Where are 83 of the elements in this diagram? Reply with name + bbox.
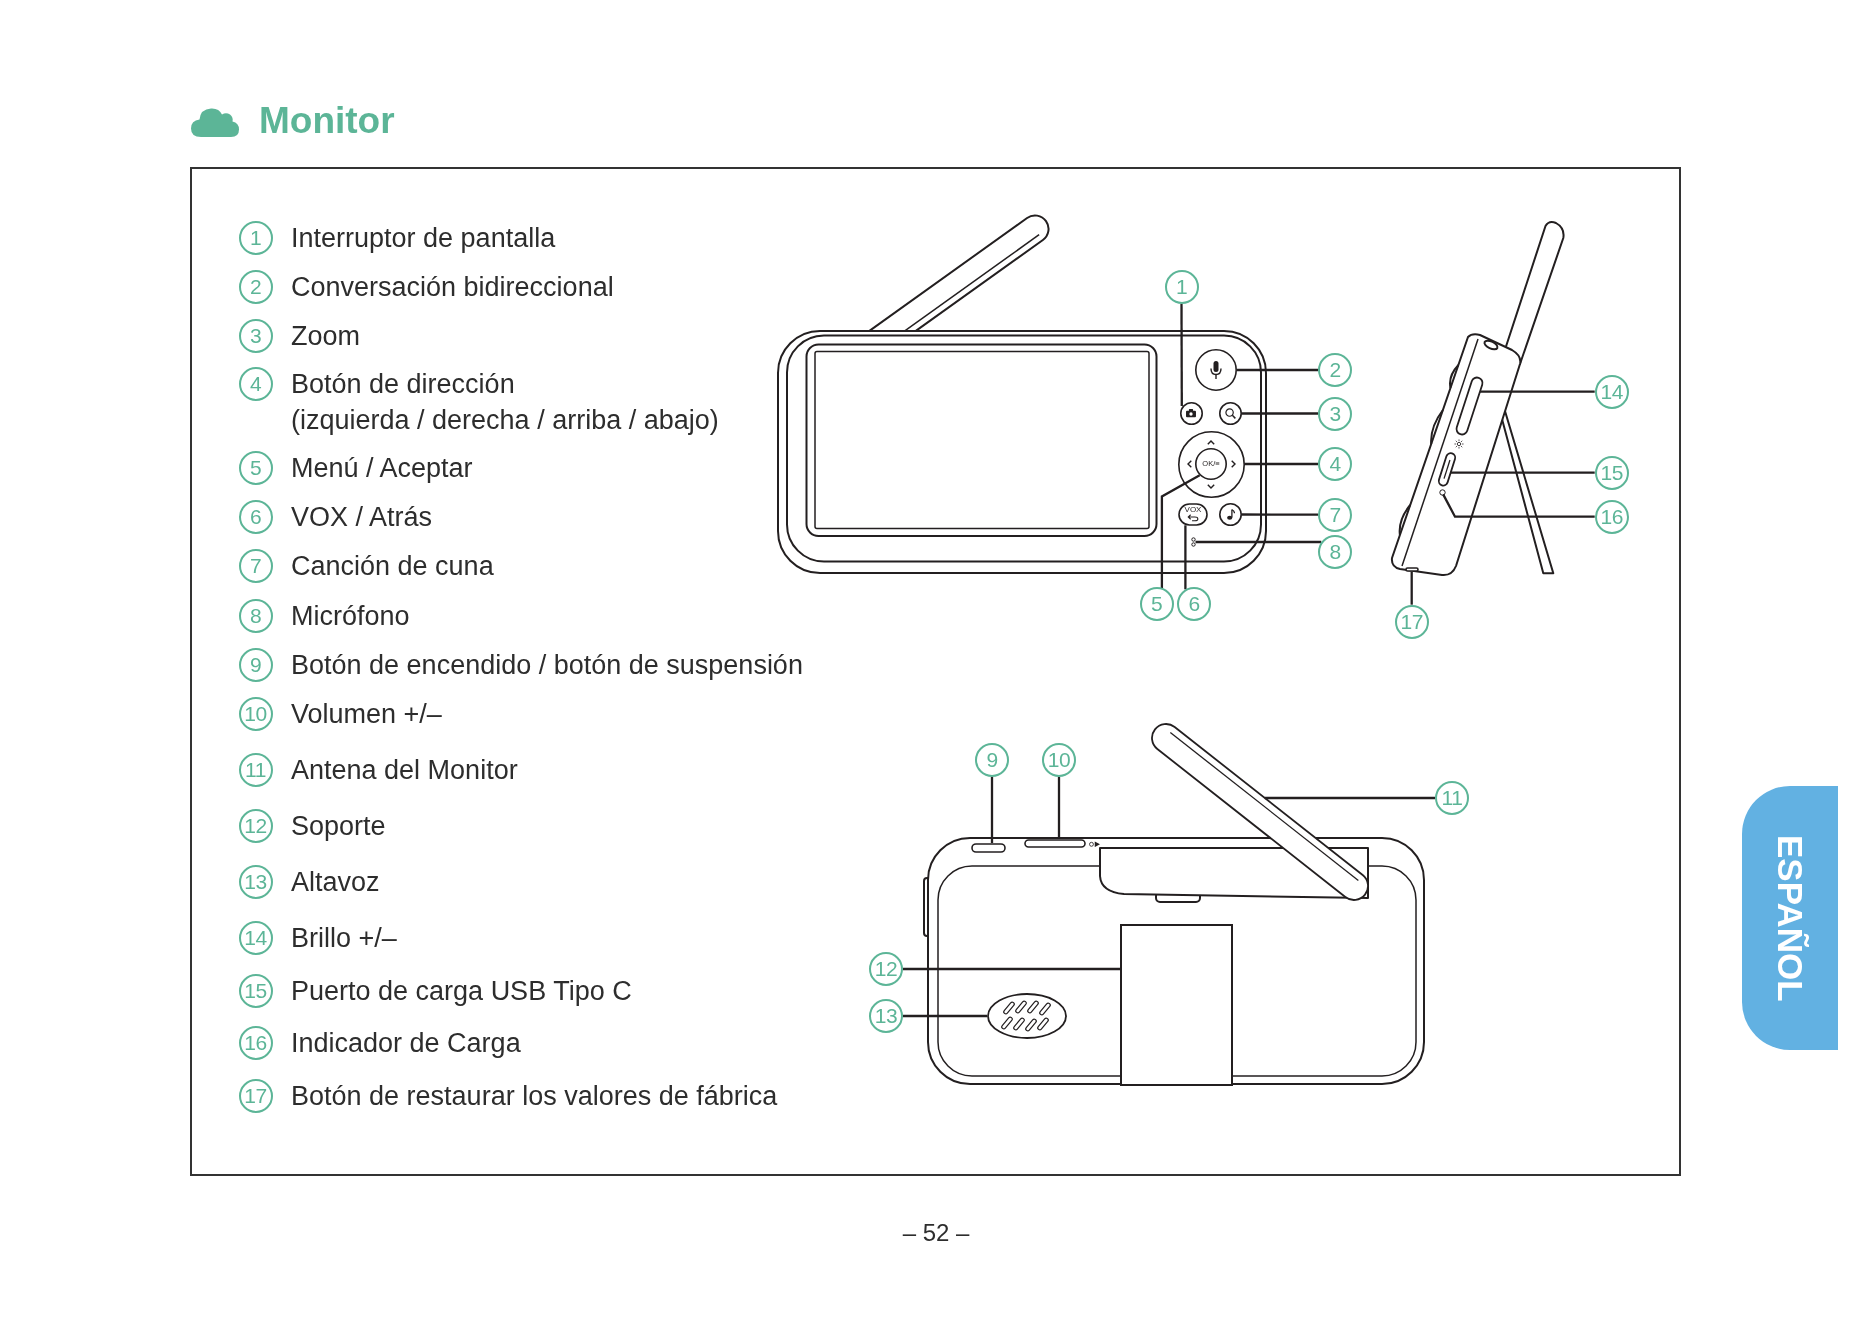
item-description: Botón de encendido / botón de suspensión bbox=[291, 649, 803, 682]
leader-line bbox=[1184, 525, 1187, 590]
callout-number: 17 bbox=[1394, 604, 1429, 639]
callout-number: 2 bbox=[1318, 353, 1352, 387]
leader-line bbox=[1410, 572, 1413, 605]
leader-line bbox=[1241, 513, 1318, 516]
item-description: Puerto de carga USB Tipo C bbox=[291, 975, 632, 1008]
callout-number: 12 bbox=[869, 952, 903, 986]
language-tab: ESPAÑOL bbox=[1742, 786, 1838, 1050]
leader-line bbox=[1195, 540, 1322, 544]
leader-line bbox=[1241, 412, 1318, 415]
callout-number: 11 bbox=[1435, 781, 1469, 815]
item-number: 16 bbox=[238, 1026, 273, 1060]
item-number: 9 bbox=[238, 648, 273, 682]
item-description: Conversación bidireccional bbox=[291, 270, 614, 304]
leader-line bbox=[990, 777, 994, 843]
speaker-grille bbox=[987, 993, 1067, 1039]
page-number: – 52 – bbox=[902, 1218, 970, 1248]
leader-line bbox=[1160, 474, 1201, 588]
stand bbox=[1120, 924, 1233, 1086]
callout-number: 1 bbox=[1164, 270, 1199, 304]
callout-number: 6 bbox=[1177, 587, 1211, 621]
callout-number: 9 bbox=[975, 743, 1009, 777]
item-description: Brillo +/– bbox=[291, 922, 397, 955]
item-description: Menú / Aceptar bbox=[291, 452, 473, 485]
zoom-button bbox=[1218, 402, 1242, 425]
item-number: 15 bbox=[238, 974, 273, 1008]
callout-number: 15 bbox=[1594, 455, 1629, 490]
item-number: 17 bbox=[238, 1079, 273, 1113]
callout-number: 8 bbox=[1318, 535, 1352, 569]
callout-number: 7 bbox=[1318, 497, 1352, 532]
vox-button: VOX bbox=[1178, 503, 1208, 526]
leader-line bbox=[1244, 462, 1318, 466]
item-number: 1 bbox=[238, 220, 273, 255]
item-number: 13 bbox=[238, 865, 273, 899]
item-number: 5 bbox=[238, 451, 273, 485]
item-description: Soporte bbox=[291, 810, 386, 843]
item-description: Altavoz bbox=[291, 866, 380, 899]
callout-number: 10 bbox=[1042, 743, 1076, 777]
item-description: Micrófono bbox=[291, 600, 410, 633]
item-number: 11 bbox=[238, 753, 273, 787]
item-description: Zoom bbox=[291, 319, 361, 353]
callout-number: 14 bbox=[1594, 374, 1629, 409]
item-number: 3 bbox=[238, 318, 273, 353]
item-description: VOX / Atrás bbox=[291, 501, 433, 534]
callout-number: 4 bbox=[1318, 447, 1352, 481]
leader-line bbox=[1057, 777, 1061, 839]
item-number: 8 bbox=[238, 599, 273, 633]
callout-number: 13 bbox=[869, 999, 903, 1033]
leader-line bbox=[1450, 471, 1595, 474]
callout-number: 16 bbox=[1594, 499, 1629, 534]
callout-number: 3 bbox=[1318, 396, 1352, 431]
antenna bbox=[1150, 722, 1370, 902]
page-title: Monitor bbox=[259, 99, 395, 143]
item-description: Interruptor de pantalla bbox=[291, 221, 556, 255]
item-number: 2 bbox=[238, 269, 273, 304]
item-number: 7 bbox=[238, 549, 273, 583]
item-description: Botón de dirección (izquierda / derecha / arriba / abajo) bbox=[291, 368, 719, 438]
item-description: Botón de restaurar los valores de fábrica bbox=[291, 1080, 778, 1113]
item-description: Indicador de Carga bbox=[291, 1027, 521, 1060]
item-number: 14 bbox=[238, 921, 273, 955]
reset-button bbox=[1404, 567, 1419, 572]
leader-line bbox=[1442, 493, 1595, 518]
leader-line bbox=[1237, 368, 1318, 372]
power-button bbox=[971, 843, 1006, 853]
leader-line bbox=[903, 1014, 987, 1018]
direction-pad bbox=[1177, 430, 1245, 498]
item-number: 4 bbox=[238, 367, 273, 402]
charging-indicator-light bbox=[1438, 488, 1446, 496]
item-number: 12 bbox=[238, 809, 273, 843]
item-description: Canción de cuna bbox=[291, 550, 494, 583]
leader-line bbox=[1480, 390, 1595, 393]
item-description: Volumen +/– bbox=[291, 698, 442, 731]
leader-line bbox=[1264, 796, 1435, 800]
lullaby-button bbox=[1218, 503, 1242, 526]
microphone-hole bbox=[1190, 537, 1196, 547]
leader-line bbox=[903, 967, 1120, 971]
volume-button bbox=[1024, 839, 1086, 848]
item-number: 6 bbox=[238, 500, 273, 534]
item-description: Antena del Monitor bbox=[291, 754, 518, 787]
item-number: 10 bbox=[238, 697, 273, 731]
callout-number: 5 bbox=[1139, 587, 1174, 621]
microphone-button bbox=[1195, 349, 1237, 391]
